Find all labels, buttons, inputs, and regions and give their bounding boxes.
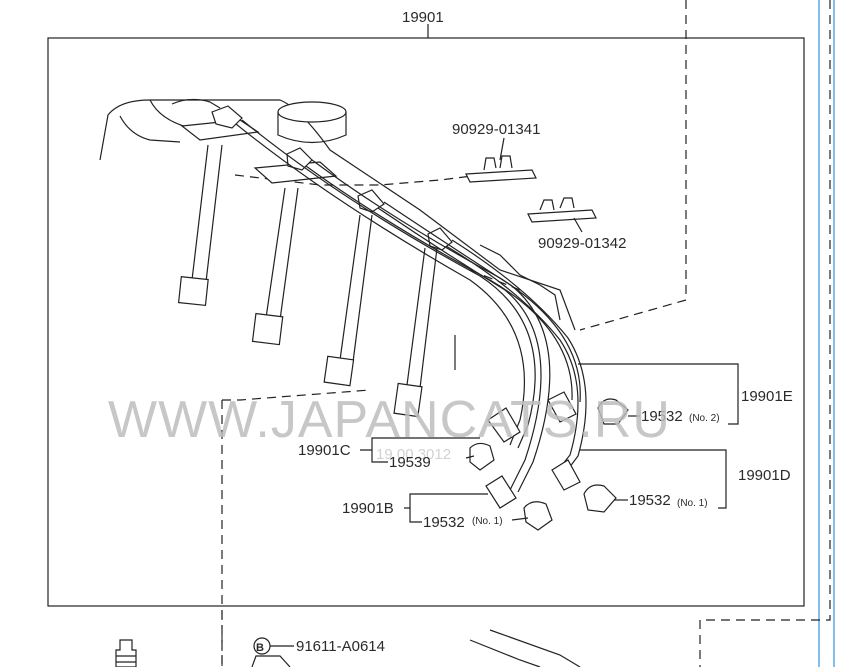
- plug-tube-4: [393, 247, 438, 418]
- label-19532-no1-right-note: (No. 1): [677, 498, 708, 509]
- label-19532-no1-right: 19532: [629, 492, 671, 509]
- bottom-edge-detail: [489, 629, 581, 667]
- clamp-90929-01341-teeth: [483, 155, 513, 171]
- label-clamp-2: 90929-01342: [538, 235, 626, 252]
- bracket-19901b-lower: [409, 508, 422, 523]
- clamp-90929-01342-teeth: [539, 197, 575, 211]
- label-19901: 19901: [402, 9, 444, 26]
- bracket-19901e: [578, 363, 739, 425]
- wire-boot-top: [211, 105, 243, 129]
- leader-clamp-2: [573, 217, 583, 233]
- ignition-cord-bundle: [235, 119, 587, 493]
- bracket-19901c: [360, 437, 480, 451]
- bolt-b-letter: B: [256, 642, 264, 654]
- label-bolt-part: 91611-A0614: [296, 638, 385, 655]
- oil-filler-cap: [277, 101, 347, 123]
- leader-19539: [465, 455, 475, 459]
- plug-tube-2: [251, 187, 299, 346]
- boot-19532-no1-right: [583, 484, 617, 513]
- main-frame: [47, 37, 805, 607]
- label-ghost-code: 19 00 3012: [376, 446, 451, 463]
- bottom-bracket-outline: [251, 655, 291, 667]
- leader-clamp-1: [499, 137, 505, 161]
- label-19532-no1-left-note: (No. 1): [472, 516, 503, 527]
- label-19532-no2-note: (No. 2): [689, 413, 720, 424]
- label-19532-no1-left: 19532: [423, 514, 465, 531]
- cylinder-head-detail: [479, 244, 561, 321]
- clamp-90929-01341: [465, 169, 537, 183]
- plug-tube-1: [177, 144, 223, 307]
- cord-end-d: [551, 459, 581, 491]
- cord-end-e: [547, 391, 577, 423]
- spark-plug: [115, 639, 137, 667]
- cord-end-b: [485, 475, 517, 509]
- dashed-boundary: [222, 389, 371, 401]
- label-19532-no2: 19532: [641, 408, 683, 425]
- label-19539: 19539: [389, 454, 431, 471]
- bracket-19901d: [580, 449, 727, 509]
- cylinder-head-detail: [171, 98, 221, 109]
- dashed-boundary: [579, 0, 687, 331]
- watermark-text: WWW.JAPANCATS.RU: [108, 391, 671, 449]
- oil-filler-cap-body: [277, 112, 347, 144]
- plug-tube-3: [323, 214, 373, 387]
- label-19901c: 19901C: [298, 442, 351, 459]
- boot-19532-no2: [597, 398, 629, 425]
- leader-19532-no1-left: [511, 517, 529, 521]
- label-19901b: 19901B: [342, 500, 394, 517]
- label-clamp-1: 90929-01341: [452, 121, 540, 138]
- bracket-19901b: [404, 493, 488, 509]
- label-19901e: 19901E: [741, 388, 793, 405]
- clamp-90929-01342: [527, 209, 597, 223]
- cord-end-c: [487, 407, 521, 443]
- label-19901d: 19901D: [738, 467, 791, 484]
- bracket-19901c-lower: [371, 450, 388, 463]
- cylinder-head-detail: [119, 115, 181, 143]
- boot-19539: [469, 442, 495, 471]
- bottom-edge-detail: [469, 639, 541, 667]
- dashed-boundary: [699, 0, 831, 667]
- cylinder-head-detail: [149, 99, 191, 129]
- cylinder-head-outline: [99, 99, 576, 331]
- boot-19532-no1-left: [523, 501, 553, 531]
